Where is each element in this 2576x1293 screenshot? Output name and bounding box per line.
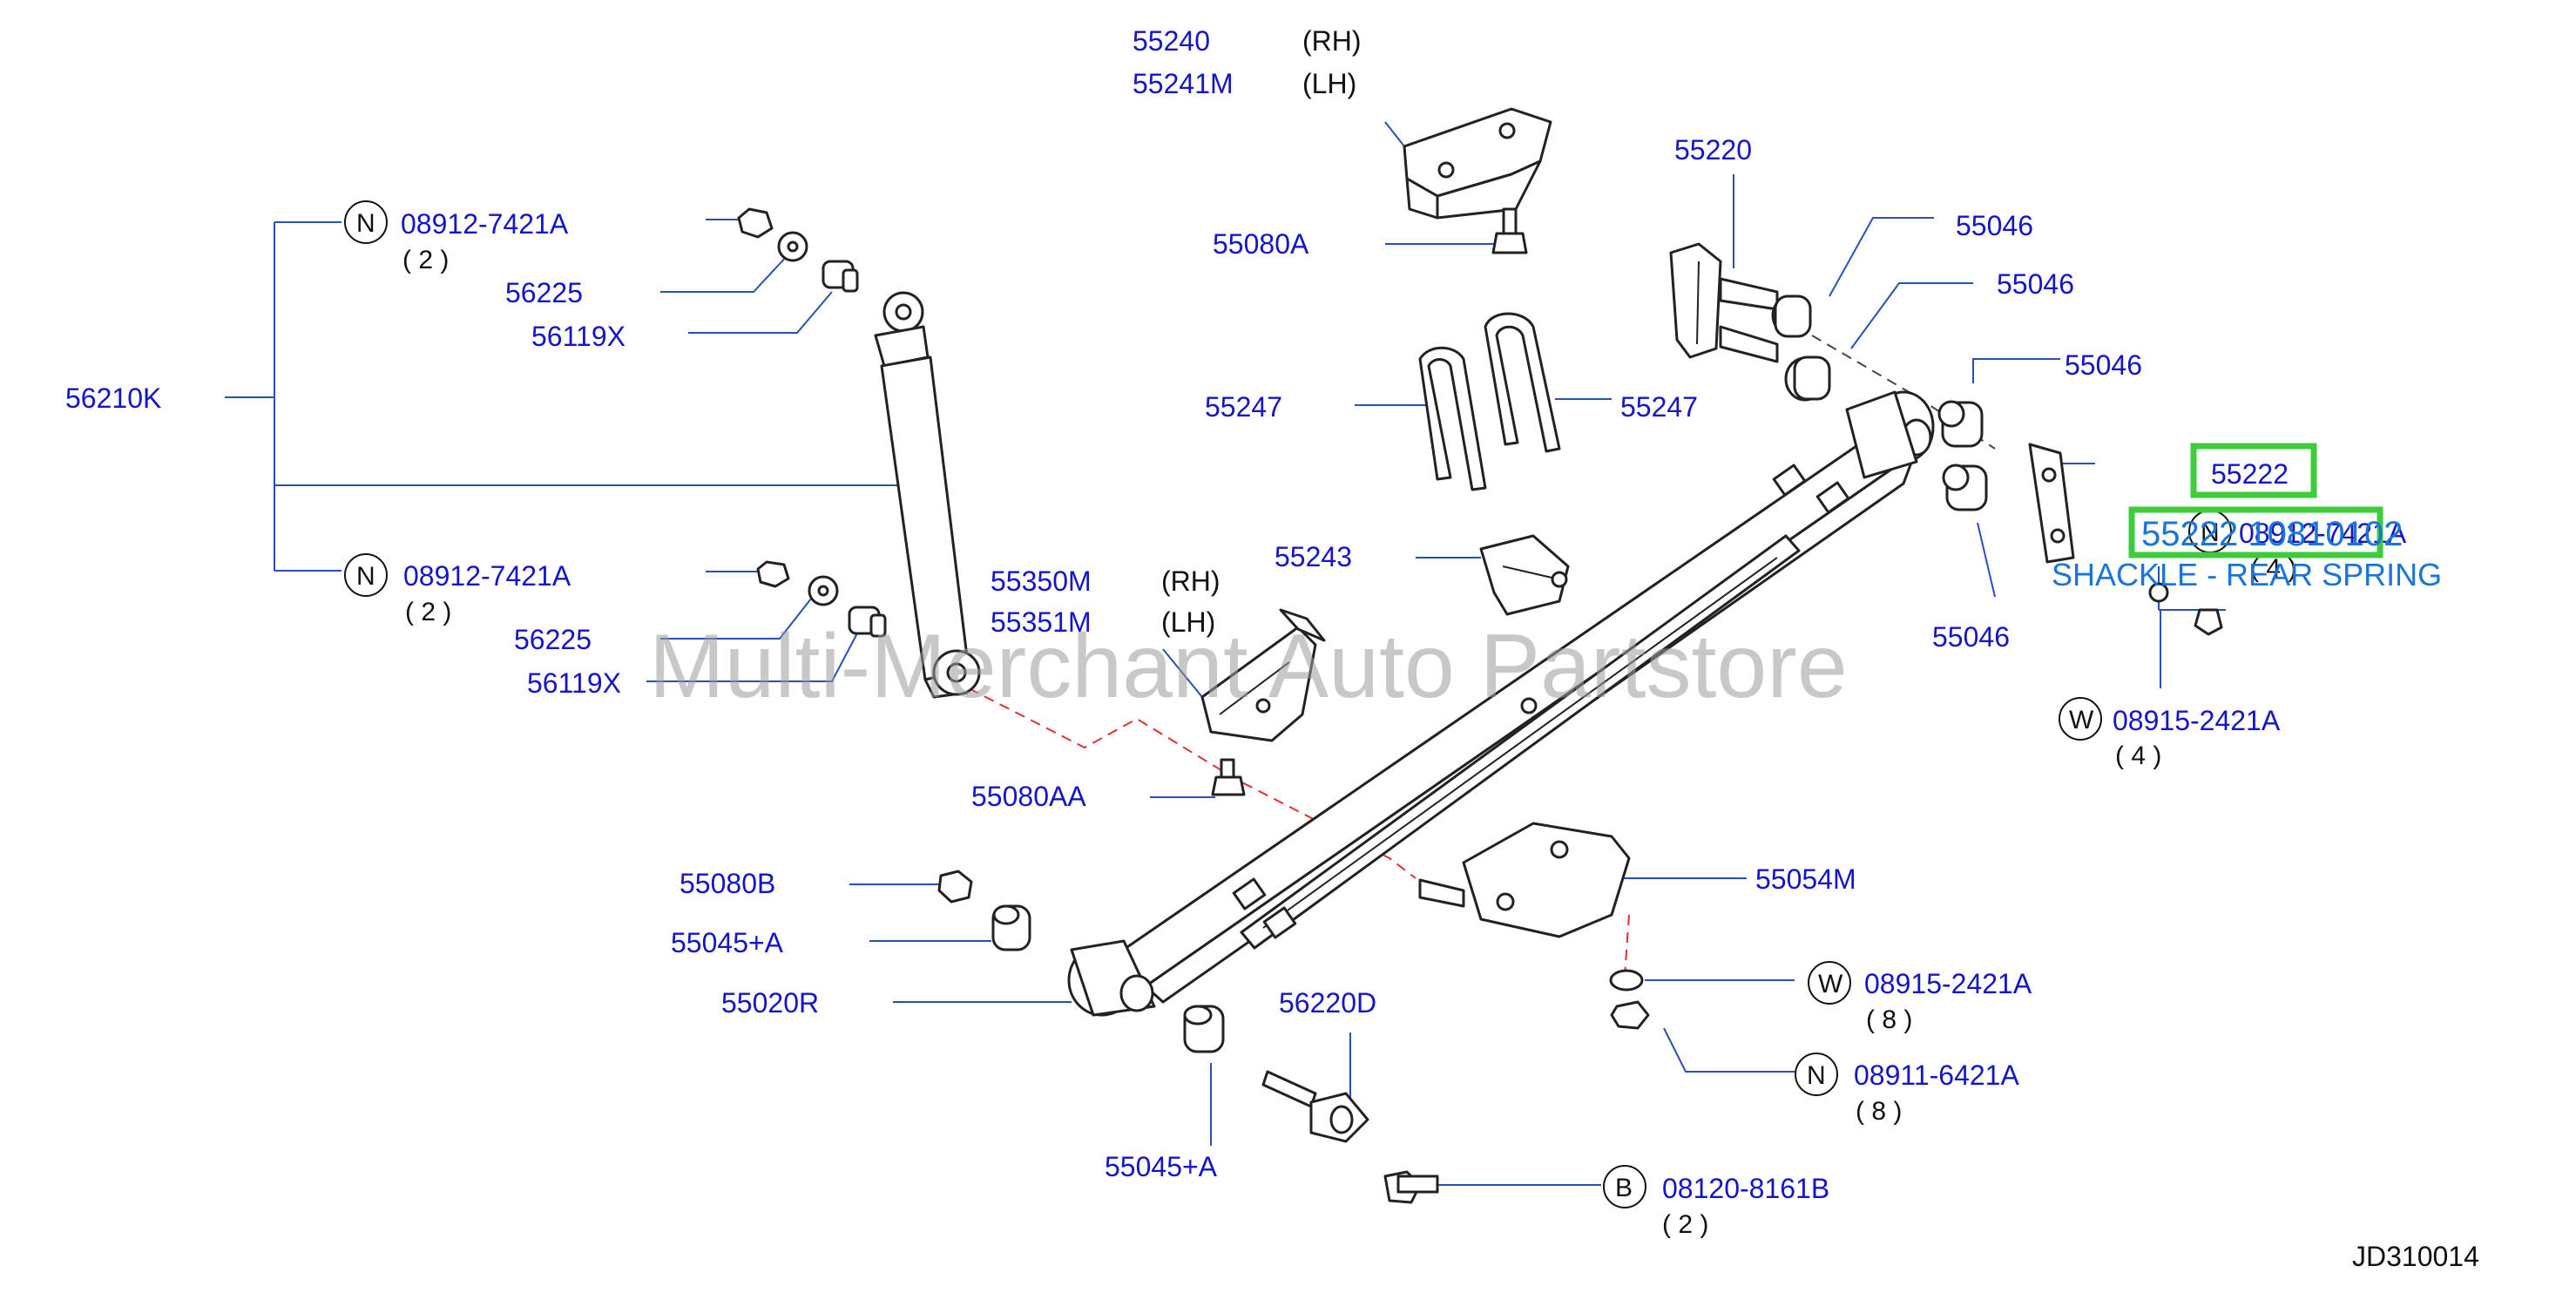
parts-drawing: [737, 107, 2223, 1204]
highlight-box-part-number: [2128, 506, 2383, 558]
b-circle-1: [1603, 1165, 1646, 1208]
shock-absorber: [874, 291, 981, 699]
label-55350M[interactable]: 55350M: [991, 565, 1092, 597]
bracket-55350M: [1200, 608, 1326, 796]
n-circle-1: [344, 200, 388, 244]
label-08912-7421A-2[interactable]: 08912-7421A: [403, 560, 571, 592]
w-letter-1: W: [2069, 706, 2094, 735]
label-55046-4[interactable]: 55046: [1932, 621, 2010, 653]
label-rh-2: (RH): [1161, 565, 1220, 597]
n-letter-2: N: [356, 562, 375, 591]
n-circle-2: [344, 553, 388, 597]
bushings-55046: [1937, 400, 1988, 511]
label-08120-8161B[interactable]: 08120-8161B: [1662, 1173, 1829, 1204]
label-56225-2[interactable]: 56225: [514, 624, 592, 655]
label-55351M[interactable]: 55351M: [991, 606, 1092, 638]
label-55054M[interactable]: 55054M: [1755, 863, 1856, 895]
w-circle-1: [2059, 697, 2102, 741]
label-56119X-1[interactable]: 56119X: [531, 321, 625, 352]
label-55220[interactable]: 55220: [1674, 134, 1752, 166]
qty-n2: ( 2 ): [405, 598, 451, 626]
pad-55054M: [1418, 822, 1631, 938]
label-56220D[interactable]: 56220D: [1279, 987, 1376, 1019]
dashed-centerlines: [968, 335, 1996, 977]
bracket-55240: [1403, 107, 1552, 254]
label-56119X-2[interactable]: 56119X: [527, 667, 621, 699]
diagram-id: JD310014: [2352, 1241, 2479, 1272]
hardware-lower-center: [1609, 969, 1650, 1030]
highlight-part-number-text[interactable]: 55222 10810102: [2141, 515, 2403, 553]
label-55020R[interactable]: 55020R: [721, 987, 819, 1019]
qty-n1: ( 2 ): [402, 246, 449, 274]
b-letter-1: B: [1615, 1174, 1633, 1202]
qty-b1: ( 2 ): [1662, 1210, 1708, 1239]
label-08912-7421A-1[interactable]: 08912-7421A: [401, 208, 569, 240]
label-56210K[interactable]: 56210K: [65, 382, 161, 414]
hanger-55220: [1669, 242, 1831, 402]
hardware-lower-left: [937, 870, 1225, 1053]
shock-hardware-lower: [756, 560, 887, 638]
n-circle-4: [1795, 1053, 1838, 1096]
label-55247-left[interactable]: 55247: [1205, 391, 1282, 423]
shackle-55222: [2028, 443, 2223, 636]
label-55080AA[interactable]: 55080AA: [971, 781, 1086, 812]
n-letter-1: N: [356, 209, 375, 238]
label-08915-2421A-1[interactable]: 08915-2421A: [2113, 705, 2281, 736]
w-letter-2: W: [1818, 970, 1843, 999]
highlight-box-55222: [2190, 443, 2317, 498]
qty-n3: ( 4 ): [2250, 554, 2296, 583]
watermark-text: Multi-Merchant Auto Partstore: [649, 616, 1848, 717]
n-letter-4: N: [1807, 1061, 1826, 1090]
label-55046-1[interactable]: 55046: [1956, 210, 2033, 241]
qty-w1: ( 4 ): [2115, 741, 2161, 770]
n-letter-3: N: [2201, 518, 2220, 547]
pin-56220D: [1261, 1070, 1439, 1204]
label-55222[interactable]: 55222: [2211, 458, 2289, 490]
plate-55243: [1479, 534, 1570, 616]
w-circle-2: [1808, 961, 1851, 1005]
label-55046-2[interactable]: 55046: [1997, 268, 2074, 300]
label-55243[interactable]: 55243: [1274, 541, 1352, 572]
label-08911-6421A[interactable]: 08911-6421A: [1854, 1059, 2019, 1091]
u-bolt-right: [1484, 312, 1561, 453]
label-lh-1: (LH): [1302, 68, 1356, 99]
label-55045A-1[interactable]: 55045+A: [671, 927, 784, 958]
label-lh-2: (LH): [1161, 606, 1215, 638]
label-56225-1[interactable]: 56225: [505, 277, 583, 308]
highlight-caption: SHACKLE - REAR SPRING: [2052, 557, 2442, 592]
part-labels: 55240 (RH) 55241M (LH) 55080A 55220 5504…: [65, 25, 2479, 1272]
u-bolt-left: [1418, 346, 1487, 491]
label-55080A[interactable]: 55080A: [1213, 228, 1309, 260]
qty-w2: ( 8 ): [1866, 1005, 1912, 1034]
leaf-spring: [1067, 390, 1935, 1017]
label-55247-right[interactable]: 55247: [1620, 391, 1698, 423]
qty-n4: ( 8 ): [1856, 1097, 1902, 1126]
label-55046-3[interactable]: 55046: [2065, 349, 2142, 381]
label-08915-2421A-2[interactable]: 08915-2421A: [1864, 968, 2032, 999]
label-55241M[interactable]: 55241M: [1132, 68, 1234, 99]
label-55080B[interactable]: 55080B: [679, 868, 775, 899]
label-55240[interactable]: 55240: [1132, 25, 1210, 57]
label-55045A-2[interactable]: 55045+A: [1105, 1151, 1218, 1182]
shock-hardware-upper: [737, 207, 859, 293]
label-rh-1: (RH): [1302, 25, 1362, 57]
